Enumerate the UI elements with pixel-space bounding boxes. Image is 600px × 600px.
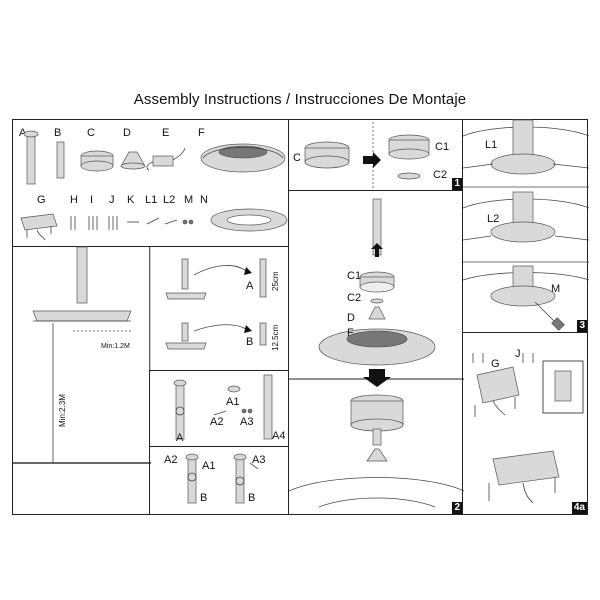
part-label-n: N (200, 194, 208, 206)
step-1-label-c2: C2 (433, 169, 448, 181)
clearance-panel: Min:2.3M Min:1.2M (12, 246, 151, 515)
rods-b-label-a1: A1 (202, 460, 216, 472)
page-title: Assembly Instructions / Instrucciones De… (133, 91, 467, 108)
rods-a-label-a4: A4 (272, 430, 286, 442)
part-label-f: F (198, 127, 205, 139)
parts-row2-drawings (20, 208, 288, 241)
option-a-label: A (246, 280, 254, 292)
part-label-m: M (184, 194, 194, 206)
part-label-l1: L1 (145, 194, 158, 206)
rod-options-drawing (149, 247, 267, 372)
step-1-panel: C C1 C2 1 (288, 119, 463, 191)
part-label-h: H (70, 194, 78, 206)
step-1-label-c: C (293, 152, 301, 164)
part-label-k: K (127, 194, 135, 206)
part-label-d: D (123, 127, 131, 139)
step-2-label-c2: C2 (347, 292, 362, 304)
min-floor-height: Min:2.3M (58, 394, 67, 427)
step-3-label-l2: L2 (487, 213, 500, 225)
rods-b-label-b1: B (200, 492, 208, 504)
step-4a-drawing (472, 353, 584, 504)
step-number-badge: 1 (452, 178, 462, 190)
part-label-a: A (19, 127, 27, 139)
parts-row1-drawings (23, 130, 286, 185)
rod-options-panel: A 25cm B 12.5cm (149, 246, 289, 372)
step-number-badge: 2 (452, 502, 462, 514)
step-1-drawing (304, 122, 430, 190)
part-label-i: I (90, 194, 94, 206)
step-2-label-f: F (347, 327, 354, 339)
rods-b-drawing (185, 453, 259, 504)
step-3-panel: L1 L2 M 3 (462, 119, 590, 333)
part-label-j: J (109, 194, 115, 206)
step-1-label-c1: C1 (435, 141, 450, 153)
step-2-panel: C1 C2 D F 2 (288, 190, 465, 515)
step-2-drawing (288, 198, 465, 508)
part-label-l2: L2 (163, 194, 176, 206)
rods-a-drawing (173, 374, 273, 440)
part-label-b: B (54, 127, 62, 139)
rods-b-panel: A2 A1 A3 B B (149, 446, 289, 515)
rods-b-label-a2: A2 (164, 454, 178, 466)
step-2-label-c1: C1 (347, 270, 362, 282)
rods-a-label-a3: A3 (240, 416, 254, 428)
option-b-label: B (246, 336, 254, 348)
step-number-badge: 4a (571, 502, 587, 514)
step-number-badge: 3 (577, 320, 587, 332)
clearance-drawing (13, 246, 151, 464)
min-side-clearance: Min:1.2M (101, 343, 130, 350)
option-a-length: 25cm (271, 271, 280, 291)
step-3-label-l1: L1 (485, 139, 498, 151)
step-3-drawing (462, 119, 590, 331)
step-2-label-d: D (347, 312, 355, 324)
parts-list-panel: A B C D E F G H I J K L1 L2 M N (12, 119, 289, 247)
rods-a-label-a: A (176, 432, 184, 444)
step-4a-label-g: G (491, 358, 500, 370)
step-4a-label-j: J (515, 348, 521, 360)
step-4a-panel: G J 4a (462, 332, 588, 515)
part-label-c: C (87, 127, 95, 139)
rods-a-label-a1: A1 (226, 396, 240, 408)
part-label-e: E (162, 127, 170, 139)
rods-a-panel: A A1 A2 A3 A4 (149, 370, 289, 447)
part-label-g: G (37, 194, 46, 206)
step-3-label-m: M (551, 283, 561, 295)
option-b-length: 12.5cm (271, 324, 280, 351)
rods-a-label-a2: A2 (210, 416, 224, 428)
rods-b-label-b2: B (248, 492, 256, 504)
rods-b-label-a3: A3 (252, 454, 266, 466)
